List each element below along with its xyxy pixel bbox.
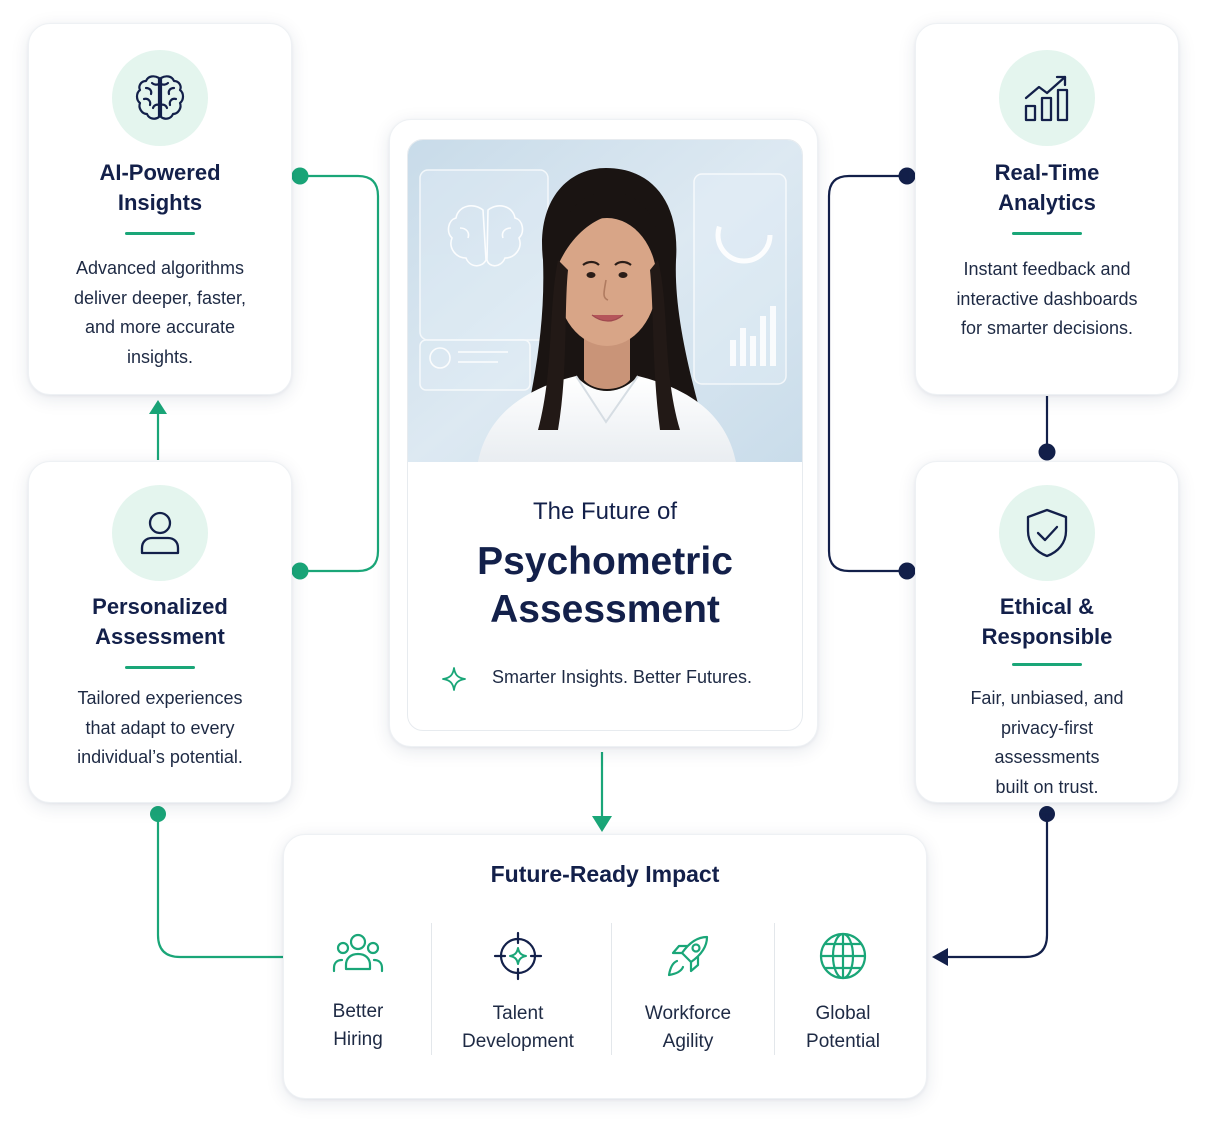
impact-card: Future-Ready Impact Better Hiring Talent… — [283, 834, 927, 1099]
feature-card-personalized: Personalized Assessment Tailored experie… — [28, 461, 292, 803]
feature-title: Personalized Assessment — [92, 594, 228, 649]
impact-divider — [611, 923, 612, 1055]
feature-title: Real-Time Analytics — [994, 160, 1100, 215]
impact-label: Workforce Agility — [644, 1003, 732, 1052]
feature-title: AI-Powered Insights — [99, 160, 221, 215]
growth-chart-icon — [999, 50, 1095, 146]
feature-card-ethical: Ethical & Responsible Fair, unbiased, an… — [915, 461, 1179, 803]
connector-personalized-to-ai — [149, 400, 167, 460]
impact-item-better-hiring: Better Hiring — [299, 931, 417, 1054]
connector-realtime-to-ethical — [1038, 396, 1056, 461]
feature-card-realtime-analytics: Real-Time Analytics Instant feedback and… — [915, 23, 1179, 395]
title-underline — [1012, 663, 1082, 666]
team-icon — [332, 933, 384, 973]
hero-illustration — [408, 140, 802, 462]
sparkle-icon — [442, 667, 466, 691]
globe-icon — [819, 932, 867, 980]
feature-description: Tailored experiences that adapt to every… — [77, 688, 243, 767]
target-icon — [493, 931, 543, 981]
impact-divider — [774, 923, 775, 1055]
user-icon — [112, 485, 208, 581]
impact-divider — [431, 923, 432, 1055]
rocket-icon — [667, 935, 709, 977]
shield-check-icon — [999, 485, 1095, 581]
center-card: The Future of Psychometric Assessment Sm… — [389, 119, 818, 747]
impact-label: Global Potential — [806, 1003, 880, 1052]
impact-label: Talent Development — [462, 1003, 574, 1052]
feature-description: Advanced algorithms deliver deeper, fast… — [73, 258, 247, 367]
connector-personalized-to-impact — [150, 806, 283, 959]
connector-ethical-to-impact — [932, 806, 1055, 966]
feature-title: Ethical & Responsible — [981, 594, 1113, 649]
impact-item-global-potential: Global Potential — [783, 931, 903, 1056]
center-tagline: Smarter Insights. Better Futures. — [491, 667, 753, 687]
feature-description: Instant feedback and interactive dashboa… — [956, 259, 1138, 338]
connector-right-bracket — [827, 167, 916, 580]
connector-center-to-impact — [592, 752, 612, 832]
impact-title: Future-Ready Impact — [490, 861, 720, 887]
title-underline — [1012, 232, 1082, 235]
brain-icon — [112, 50, 208, 146]
center-kicker: The Future of — [532, 498, 678, 525]
title-underline — [125, 666, 195, 669]
impact-item-workforce-agility: Workforce Agility — [621, 931, 755, 1056]
title-underline — [125, 232, 195, 235]
feature-description: Fair, unbiased, and privacy-first assess… — [970, 688, 1124, 797]
center-inner-panel: The Future of Psychometric Assessment Sm… — [407, 139, 803, 731]
impact-item-talent-development: Talent Development — [440, 931, 596, 1056]
center-title: Psychometric Assessment — [477, 540, 733, 631]
feature-card-ai-insights: AI-Powered Insights Advanced algorithms … — [28, 23, 292, 395]
connector-left-bracket — [291, 167, 380, 580]
impact-label: Better Hiring — [332, 1001, 384, 1050]
